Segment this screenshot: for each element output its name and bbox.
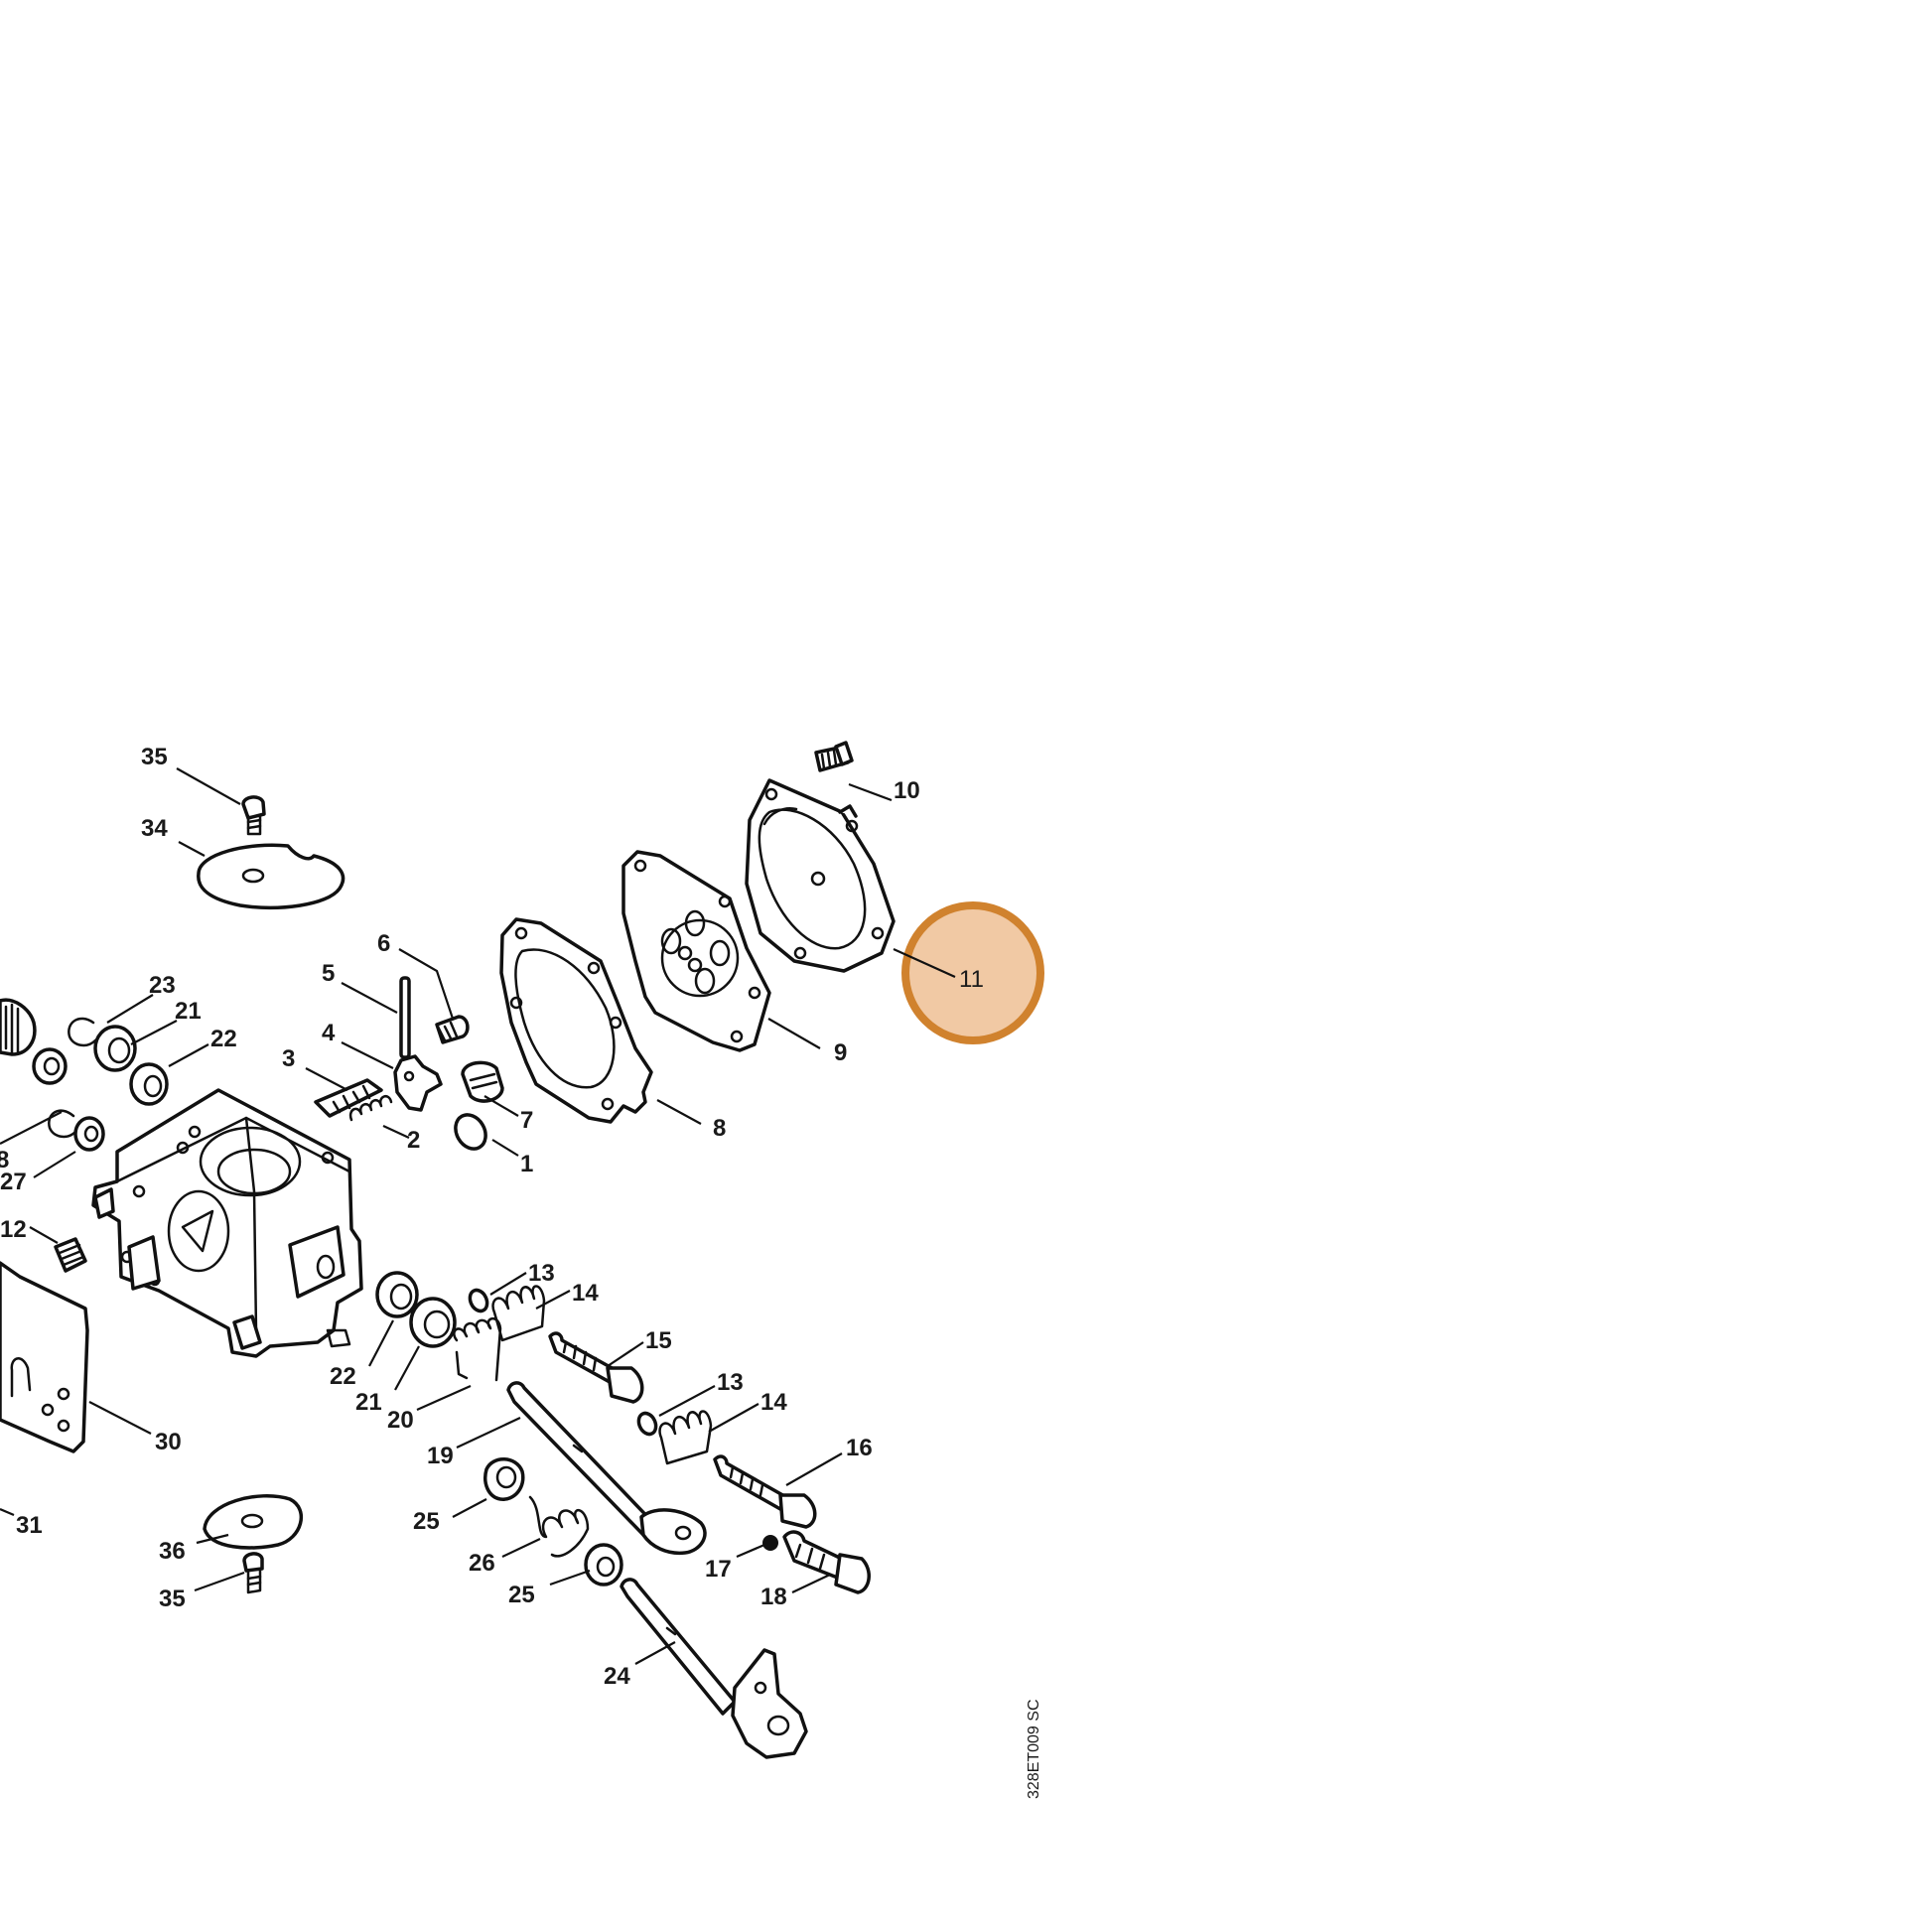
callout-24[interactable]: 24 <box>604 1663 630 1690</box>
plate-part-34 <box>197 843 345 910</box>
carburetor-body <box>91 1088 363 1358</box>
callout-28-partial[interactable]: 8 <box>0 1147 9 1173</box>
washer-part-27 <box>73 1116 105 1152</box>
cap-part-1 <box>454 1113 487 1151</box>
callout-labels: 35 34 10 6 5 4 3 2 7 1 8 9 11 23 21 22 8… <box>0 744 984 1690</box>
callout-19[interactable]: 19 <box>427 1443 454 1469</box>
callout-31[interactable]: 31 <box>16 1512 43 1539</box>
ring-part-22-bottom <box>375 1271 419 1318</box>
spring-part-2 <box>348 1094 393 1122</box>
plate-part-36 <box>203 1494 303 1550</box>
screw-part-16 <box>713 1454 817 1529</box>
callout-9[interactable]: 9 <box>834 1039 847 1066</box>
callout-8[interactable]: 8 <box>713 1115 726 1142</box>
callout-21-bottom[interactable]: 21 <box>355 1389 382 1416</box>
plug-part-7 <box>461 1060 504 1103</box>
carburetor-cover <box>745 778 896 973</box>
callout-23[interactable]: 23 <box>149 972 176 999</box>
shaft-part-24 <box>620 1578 808 1759</box>
callout-17[interactable]: 17 <box>705 1556 732 1583</box>
ball-part-17 <box>762 1535 778 1551</box>
screw-part-35-top <box>241 795 266 836</box>
gasket-part-30 <box>0 1261 89 1453</box>
callout-10[interactable]: 10 <box>894 777 920 804</box>
callout-34[interactable]: 34 <box>141 815 168 842</box>
callout-22-bottom[interactable]: 22 <box>330 1363 356 1390</box>
highlight-circle[interactable] <box>901 901 1044 1044</box>
pin-part-5 <box>399 976 411 1059</box>
callout-15[interactable]: 15 <box>645 1327 672 1354</box>
callout-22-top[interactable]: 22 <box>210 1026 237 1052</box>
screw-part-18 <box>782 1530 871 1594</box>
callout-6[interactable]: 6 <box>377 930 390 957</box>
callout-12[interactable]: 12 <box>0 1216 27 1243</box>
bushing-part-25-bottom <box>584 1543 623 1587</box>
bearing-part-21-top <box>93 1025 137 1072</box>
callout-7[interactable]: 7 <box>520 1107 533 1134</box>
spring-part-14-top <box>491 1285 546 1342</box>
callout-30[interactable]: 30 <box>155 1429 182 1455</box>
callout-27[interactable]: 27 <box>0 1169 27 1195</box>
screw-part-35-bottom <box>242 1552 264 1594</box>
callout-20[interactable]: 20 <box>387 1407 414 1434</box>
clip-part-23 <box>68 1017 97 1047</box>
ring-part-22-top <box>129 1062 169 1106</box>
bearing-part-21-bottom <box>409 1297 457 1348</box>
callout-14-top[interactable]: 14 <box>572 1280 599 1307</box>
screw-part-6 <box>435 1015 470 1044</box>
screw-part-10 <box>814 741 854 772</box>
callout-14-bottom[interactable]: 14 <box>760 1389 787 1416</box>
oring-part-13-top <box>468 1288 489 1313</box>
callout-1[interactable]: 1 <box>520 1151 533 1177</box>
callout-13-bottom[interactable]: 13 <box>717 1369 744 1396</box>
callout-35-bottom[interactable]: 35 <box>159 1586 186 1612</box>
oring-part-13-bottom <box>636 1411 658 1437</box>
lever-part-4 <box>393 1054 443 1112</box>
filter-part-12 <box>54 1237 87 1273</box>
drawing-code: 328ET009 SC <box>1026 1699 1042 1799</box>
leader-lines <box>0 767 956 1665</box>
diaphragm-part-9 <box>621 850 771 1052</box>
callout-3[interactable]: 3 <box>282 1045 295 1072</box>
callout-25-top[interactable]: 25 <box>413 1508 440 1535</box>
callout-36[interactable]: 36 <box>159 1538 186 1565</box>
callout-25-bottom[interactable]: 25 <box>508 1582 535 1608</box>
bushing-part-25-top <box>483 1457 525 1501</box>
callout-11-highlighted[interactable]: 11 <box>959 966 984 993</box>
callout-5[interactable]: 5 <box>322 960 335 987</box>
callout-21-top[interactable]: 21 <box>175 998 202 1025</box>
spring-part-14-bottom <box>658 1410 713 1465</box>
clip-part-28 <box>48 1109 77 1139</box>
callout-18[interactable]: 18 <box>760 1584 787 1610</box>
callout-13-top[interactable]: 13 <box>528 1260 555 1287</box>
spring-part-20 <box>453 1317 502 1382</box>
callout-2[interactable]: 2 <box>407 1127 420 1154</box>
spring-part-26 <box>528 1495 590 1558</box>
roller-part-left <box>0 998 37 1056</box>
callout-26[interactable]: 26 <box>469 1550 495 1577</box>
screw-part-15 <box>548 1331 644 1404</box>
callout-4[interactable]: 4 <box>322 1020 336 1046</box>
callout-35-top[interactable]: 35 <box>141 744 168 770</box>
needle-part-3 <box>314 1078 383 1118</box>
washer-left <box>32 1047 68 1085</box>
shaft-part-19 <box>506 1381 707 1556</box>
gasket-part-8 <box>499 917 653 1124</box>
callout-16[interactable]: 16 <box>846 1435 873 1461</box>
